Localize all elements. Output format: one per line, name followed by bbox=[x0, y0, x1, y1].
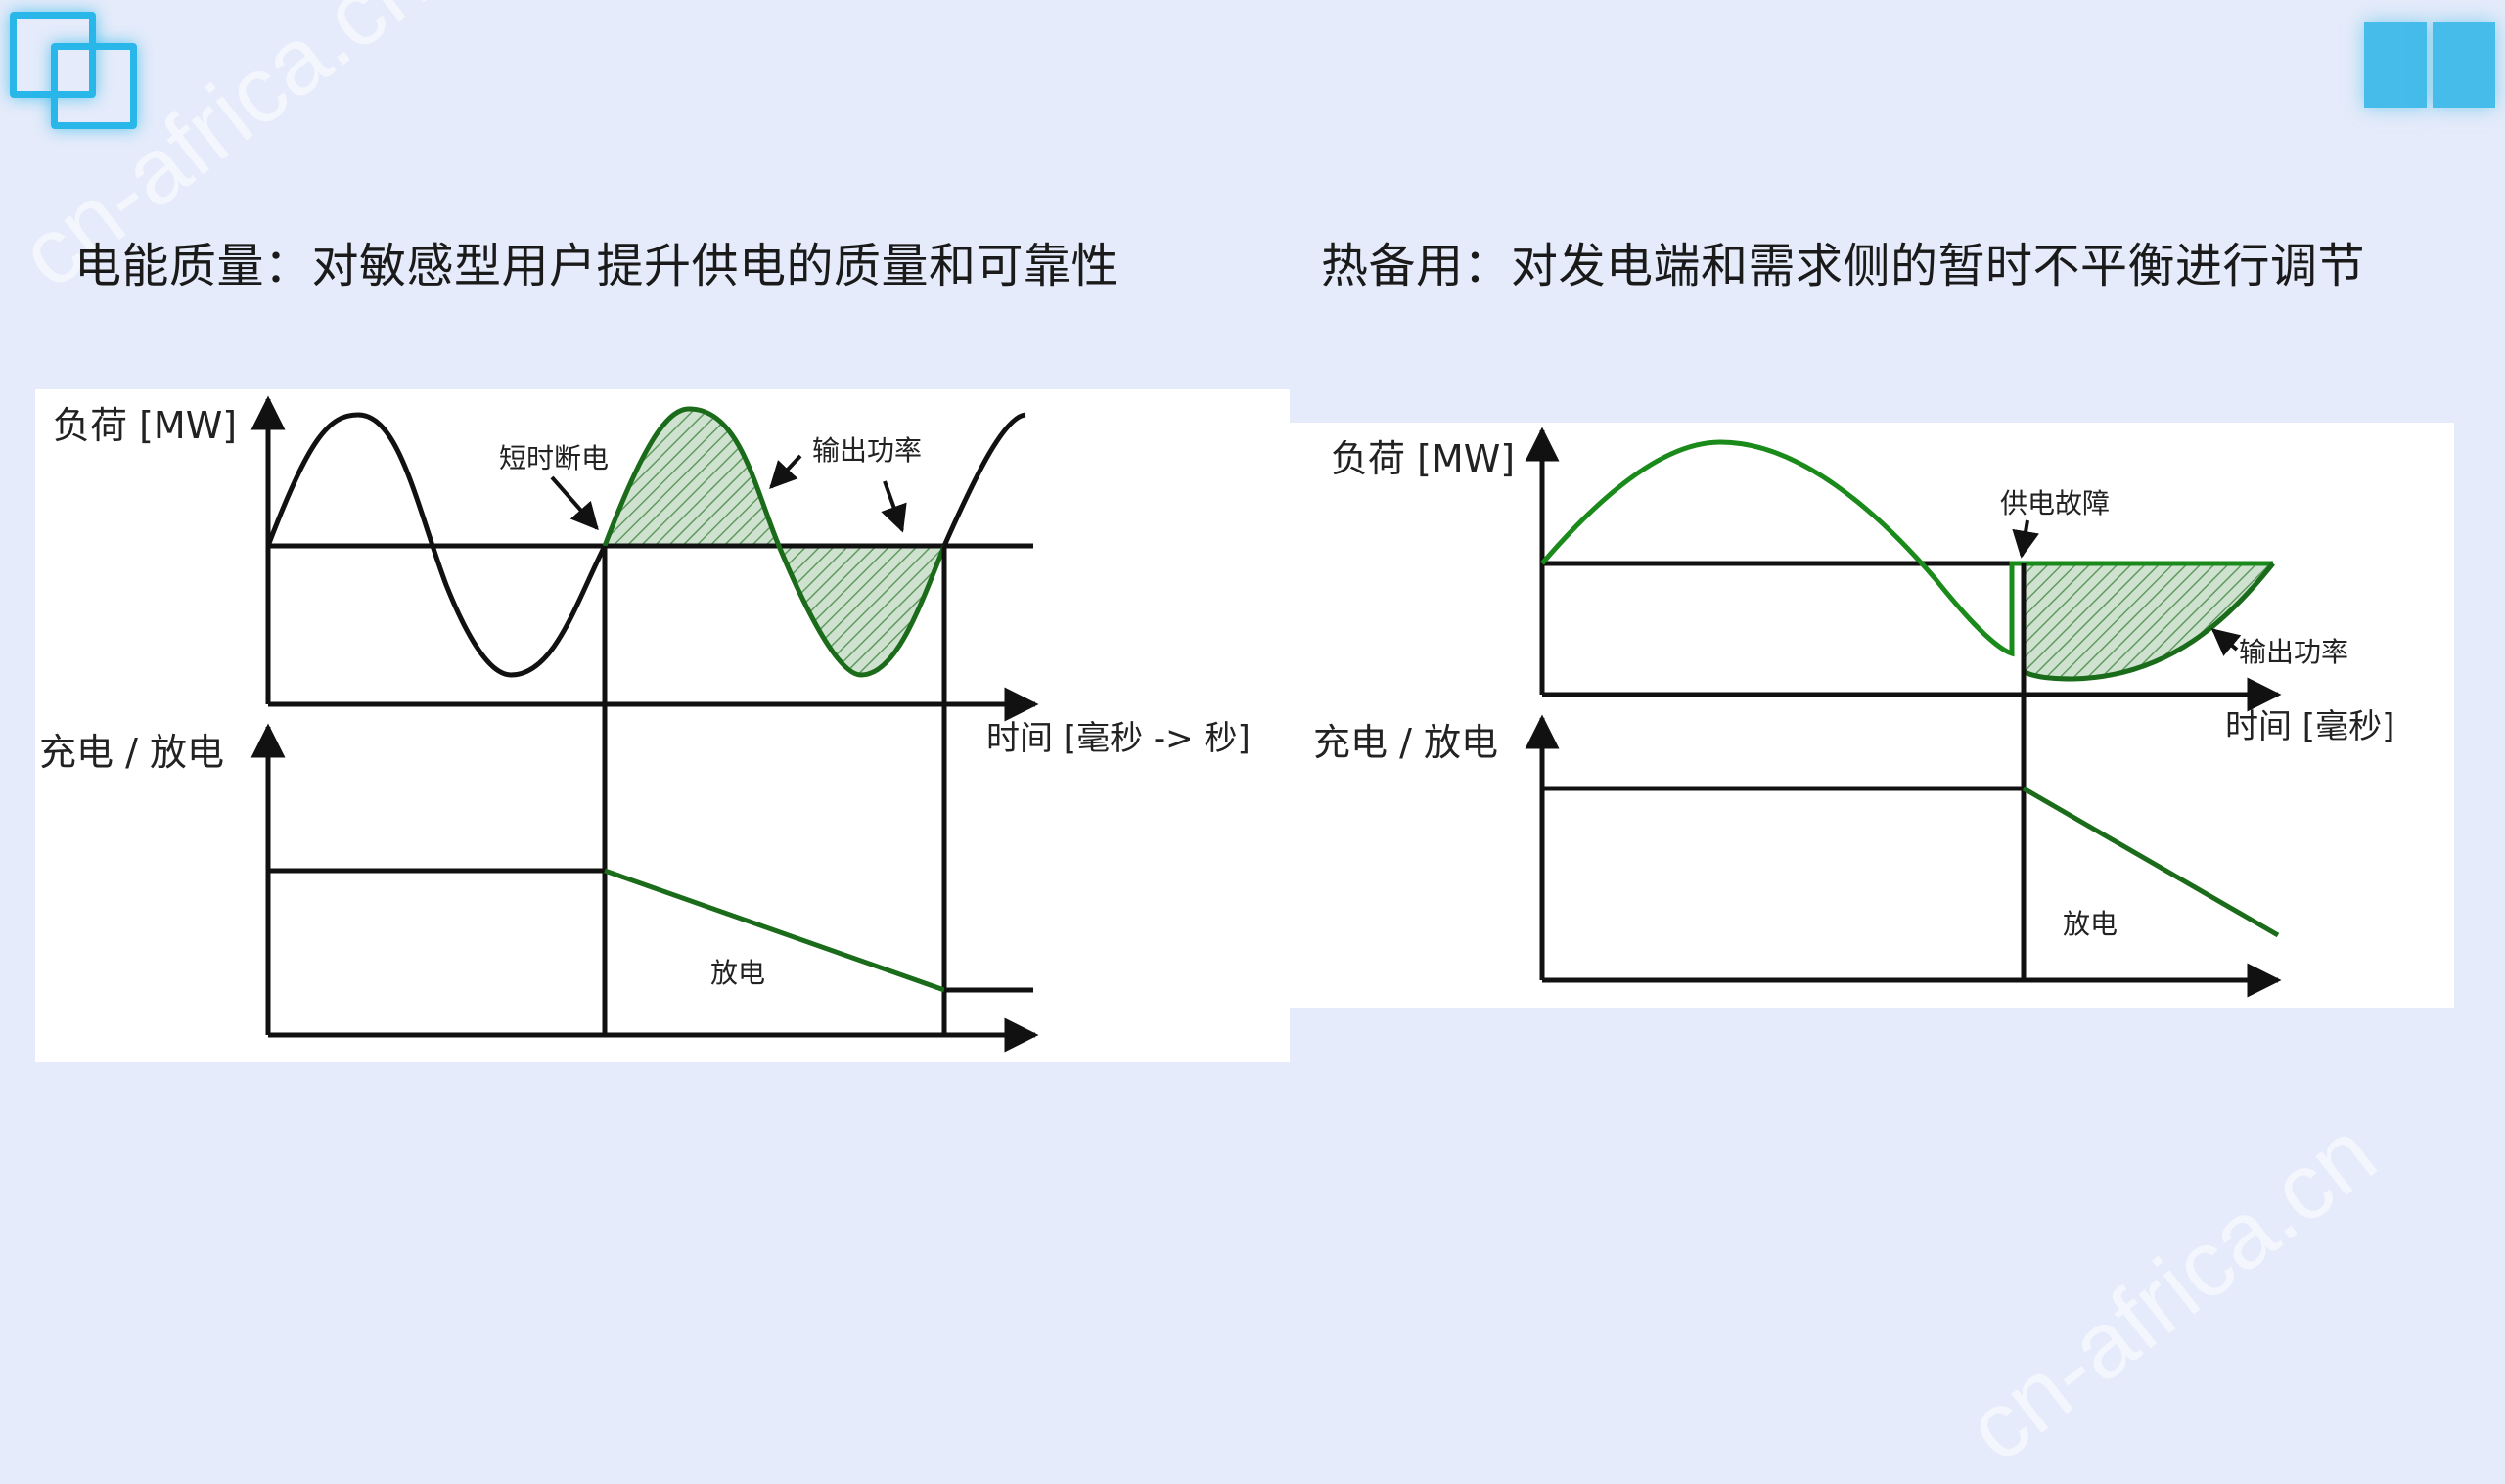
outage-arrow bbox=[550, 475, 599, 531]
output-curve bbox=[602, 406, 947, 678]
outage-label: 短时断电 bbox=[499, 442, 609, 474]
left-diagram-panel: 负荷 [MW] 充电 / 放电 时间 [毫秒 -> 秒] 短时断电 输出功率 放… bbox=[35, 389, 1290, 1062]
fault-arrow bbox=[2012, 519, 2039, 559]
discharge-label: 放电 bbox=[710, 957, 765, 989]
load-curve bbox=[265, 412, 608, 678]
output-arrow-2 bbox=[881, 480, 907, 533]
output-label: 输出功率 bbox=[812, 434, 922, 467]
output-area-negative bbox=[779, 546, 944, 675]
overlapping-squares-icon bbox=[51, 43, 137, 129]
output-label: 输出功率 bbox=[2239, 636, 2348, 668]
blue-block-icon bbox=[2433, 22, 2495, 108]
output-area bbox=[2024, 563, 2273, 679]
load-axis-label: 负荷 [MW] bbox=[1331, 437, 1515, 480]
left-heading: 电能质量：对敏感型用户提升供电的质量和可靠性 bbox=[74, 239, 1119, 293]
charge-axis-label: 充电 / 放电 bbox=[39, 731, 224, 774]
load-curve-continued bbox=[941, 412, 1026, 548]
discharge-slope bbox=[2022, 786, 2280, 938]
discharge-label: 放电 bbox=[2063, 908, 2118, 940]
time-axis-label: 时间 [毫秒] bbox=[2225, 707, 2394, 746]
charge-axis-label: 充电 / 放电 bbox=[1313, 721, 1498, 764]
output-arrow bbox=[2210, 628, 2242, 656]
output-arrow-1 bbox=[769, 454, 802, 490]
discharge-slope bbox=[604, 868, 945, 993]
watermark: cn-africa.cn bbox=[1947, 1101, 2395, 1483]
right-heading: 热备用：对发电端和需求侧的暂时不平衡进行调节 bbox=[1321, 239, 2366, 293]
load-axis-label: 负荷 [MW] bbox=[53, 404, 237, 447]
time-axis-label: 时间 [毫秒 -> 秒] bbox=[986, 719, 1251, 758]
output-curve bbox=[2021, 562, 2275, 682]
right-diagram: 负荷 [MW] 充电 / 放电 时间 [毫秒] 供电故障 输出功率 放电 bbox=[1313, 427, 2394, 998]
blue-block-icon bbox=[2364, 22, 2427, 108]
load-curve bbox=[1540, 439, 2273, 657]
right-diagram-panel: 负荷 [MW] 充电 / 放电 时间 [毫秒] 供电故障 输出功率 放电 bbox=[1290, 423, 2454, 1008]
left-diagram: 负荷 [MW] 充电 / 放电 时间 [毫秒 -> 秒] 短时断电 输出功率 放… bbox=[39, 395, 1251, 1053]
fault-label: 供电故障 bbox=[2000, 487, 2110, 519]
